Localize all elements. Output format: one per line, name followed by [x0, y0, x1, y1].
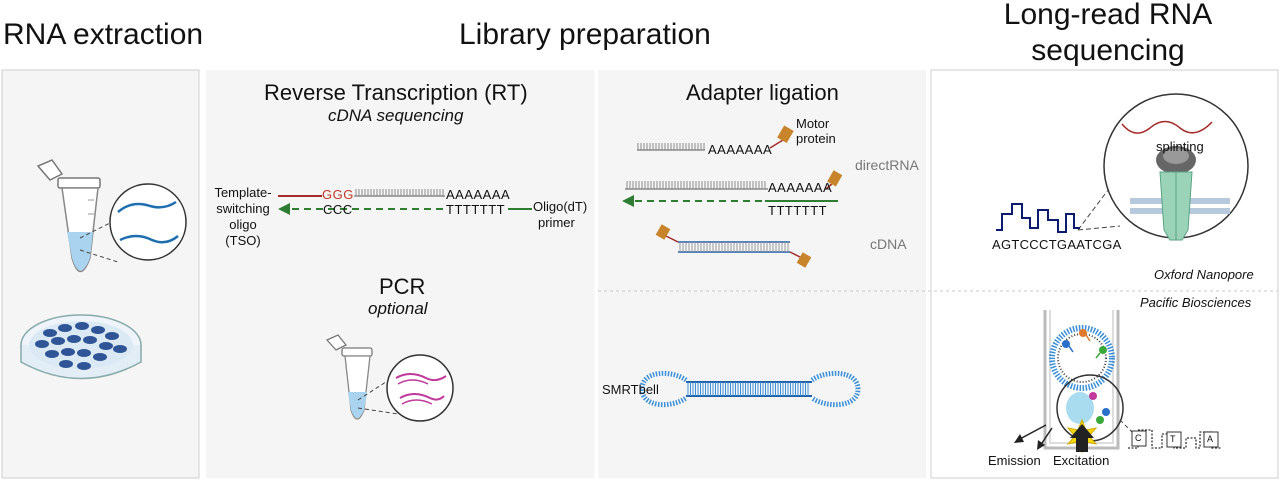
- pulse-trace: [1128, 429, 1222, 449]
- rna-strand-pore: [1121, 120, 1213, 134]
- nucleotide-icons: [1062, 329, 1110, 424]
- base-call-t: T: [1170, 434, 1176, 444]
- header-rna-extraction: RNA extraction: [3, 18, 204, 51]
- squiggle-signal: [996, 203, 1080, 233]
- adapter-polyT-mid: TTTTTTT: [768, 203, 828, 218]
- magnifier-rna-icon: [109, 183, 187, 261]
- smrtbell-template-circle: [1049, 325, 1115, 391]
- motor-protein-icon: [827, 170, 843, 187]
- rt-title: Reverse Transcription (RT): [264, 80, 528, 105]
- cdna-adapter-molecule: [655, 224, 812, 268]
- header-long-read-line2: sequencing: [1031, 34, 1185, 67]
- smrtbell-molecule: [639, 370, 861, 408]
- pacbio-label: Pacific Biosciences: [1140, 295, 1252, 310]
- petri-dish-icon: [20, 314, 142, 380]
- motor-protein-icon: [777, 125, 794, 144]
- polyA-sequence: AAAAAAA: [446, 187, 511, 202]
- motor-label-1: Motor: [796, 116, 830, 131]
- zoom-line: [1077, 225, 1121, 231]
- smrtbell-template-circle: [1057, 333, 1107, 383]
- nanopore-protein-icon: [1156, 146, 1196, 241]
- pcr-subtitle: optional: [368, 299, 428, 318]
- nanopore-sequence: AGTCCCTGAATCGA: [992, 237, 1122, 252]
- pcr-tube-icon: [325, 334, 373, 420]
- cdna-label: cDNA: [870, 236, 907, 252]
- cdna-arrowhead: [278, 203, 290, 215]
- base-call-box: [1166, 431, 1182, 448]
- excitation-label: Excitation: [1053, 453, 1110, 468]
- zoom-line: [1077, 189, 1109, 231]
- adapter-polyA-mid: AAAAAAA: [768, 180, 833, 195]
- header-long-read-line1: Long-read RNA: [1003, 0, 1213, 31]
- base-call-c: C: [1135, 433, 1142, 443]
- emission-arrowhead: [1037, 440, 1045, 450]
- panel-adapter: [598, 70, 926, 478]
- rt-subtitle: cDNA sequencing: [328, 106, 464, 125]
- tso-label-4: (TSO): [225, 233, 261, 248]
- panel-sequencing: [930, 69, 1279, 479]
- splinting-label: splinting: [1156, 139, 1204, 154]
- emission-arrowhead: [1014, 434, 1024, 443]
- polyT-sequence: TTTTTTT: [446, 202, 506, 217]
- oligo-dt-label-1: Oligo(dT): [533, 199, 588, 214]
- motor-label-2: protein: [796, 131, 836, 146]
- excitation-arrow-icon: [1070, 424, 1094, 452]
- rna-comb: [637, 143, 705, 150]
- adapter-tail: [769, 139, 784, 149]
- tso-label-1: Template-: [214, 185, 272, 200]
- pcr-title: PCR: [379, 274, 426, 299]
- microtube-icon: [36, 159, 101, 273]
- base-call-box: [1131, 430, 1147, 447]
- oxford-nanopore-label: Oxford Nanopore: [1154, 267, 1254, 282]
- rna-comb: [626, 181, 766, 189]
- base-call-a: A: [1207, 434, 1214, 444]
- magnifier-amplicon-icon: [386, 354, 454, 422]
- ccc-sequence: CCC: [323, 202, 353, 217]
- base-call-box: [1203, 431, 1219, 448]
- smrtbell-label: SMRTbell: [602, 382, 659, 397]
- polymerase-icon: [1066, 392, 1094, 424]
- rna-comb: [355, 189, 444, 196]
- adapter-polyA-top: AAAAAAA: [708, 142, 773, 157]
- zoom-line: [79, 221, 113, 239]
- cdna-arrowhead: [622, 195, 634, 207]
- emission-label: Emission: [988, 453, 1041, 468]
- adapter-title: Adapter ligation: [686, 80, 839, 105]
- zoom-line: [1119, 419, 1133, 433]
- panel-rna-extraction: [1, 69, 200, 479]
- emission-arrow: [1017, 424, 1047, 441]
- tso-label-2: switching: [216, 201, 270, 216]
- direct-rna-label: directRNA: [855, 157, 919, 173]
- oligo-dt-label-2: primer: [538, 215, 575, 230]
- header-library-preparation: Library preparation: [459, 18, 711, 51]
- ggg-sequence: GGG: [322, 187, 354, 202]
- tso-label-3: oligo: [229, 217, 257, 232]
